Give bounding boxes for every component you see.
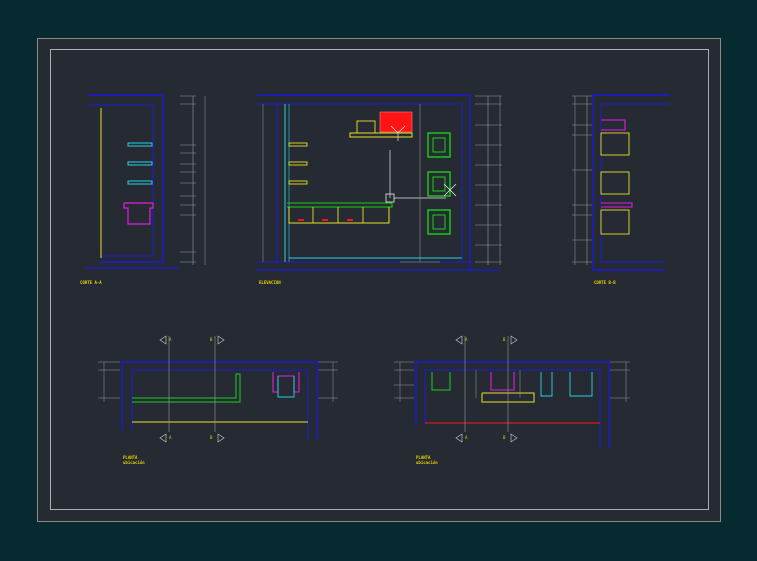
plan-2-wall-outer <box>415 361 610 448</box>
elevation-shelf-3 <box>288 180 308 185</box>
plan-1-view <box>98 335 338 443</box>
plan-2-marker-b-label-top: B <box>503 337 506 342</box>
elevation-handle-2 <box>322 219 328 221</box>
plan-1-marker-b-label-top: B <box>210 337 213 342</box>
elevation-niche-2 <box>427 171 451 197</box>
elevation-title: ELEVACION <box>259 280 281 285</box>
plan-2-marker-b-label-bottom: B <box>503 435 506 440</box>
plan-2-green-box <box>431 372 451 391</box>
elevation-box-yellow <box>356 120 376 134</box>
section-b-upper-box <box>601 119 626 131</box>
paper-background <box>37 38 721 522</box>
plan-1-wall-inner <box>131 369 309 440</box>
elevation-view <box>255 94 502 271</box>
section-b-drawer <box>600 209 630 235</box>
section-a-wall-inner <box>88 104 154 257</box>
section-b-view <box>572 94 670 271</box>
section-a-shelf-3 <box>127 180 153 185</box>
plan-2-yellow-counter <box>481 392 535 403</box>
plan-2-view <box>394 335 630 448</box>
elevation-handle-3 <box>347 219 353 221</box>
plan-2-magenta-niche <box>490 372 515 391</box>
plan-2-marker-a-top <box>455 335 463 345</box>
plan-1-subtitle: ubicación <box>123 460 145 465</box>
plan-1-marker-b-bottom <box>217 433 225 443</box>
plan-2-marker-a-label-bottom: A <box>465 435 468 440</box>
elevation-upper-shelf <box>349 132 413 138</box>
plan-1-cyan-niche <box>277 376 295 398</box>
cursor-pickbox <box>385 193 395 203</box>
elevation-shelf-1 <box>288 142 308 147</box>
elevation-handle-1 <box>298 219 304 221</box>
section-b-counter <box>601 202 633 208</box>
plan-2-marker-b-bottom <box>510 433 518 443</box>
plan-1-counter <box>132 373 241 403</box>
plan-2-marker-a-label-top: A <box>465 337 468 342</box>
plan-1-marker-b-label-bottom: B <box>210 435 213 440</box>
section-a-title: CORTE A-A <box>80 280 102 285</box>
plan-2-cyan-niche-2 <box>569 372 593 397</box>
plan-2-marker-a-bottom <box>455 433 463 443</box>
plan-1-marker-a-label-top: A <box>169 337 172 342</box>
section-b-shelf-2 <box>600 171 630 195</box>
plan-2-wall-inner <box>424 369 601 448</box>
plan-1-marker-a-top <box>159 335 167 345</box>
section-b-shelf-1 <box>600 132 630 156</box>
outer-border <box>37 38 721 522</box>
section-b-title: CORTE B-B <box>594 280 616 285</box>
elevation-shelf-2 <box>288 161 308 166</box>
elevation-wall-top <box>257 94 471 270</box>
elevation-red-box <box>380 112 412 132</box>
plan-1-wall-outer <box>121 361 318 440</box>
section-a-shelf-1 <box>127 142 153 147</box>
plan-1-magenta-niche <box>272 372 300 393</box>
elevation-counter-top <box>287 202 393 208</box>
section-a-shelf-2 <box>127 161 153 166</box>
section-b-wall <box>592 94 670 271</box>
elevation-niche-1 <box>427 132 451 158</box>
elevation-niche-3 <box>427 209 451 235</box>
plan-1-marker-a-label-bottom: A <box>169 435 172 440</box>
plan-1-title: PLANTA <box>123 455 138 460</box>
plan-2-marker-b-top <box>510 335 518 345</box>
plan-2-cyan-niche-1 <box>540 372 553 397</box>
section-a-counter <box>123 202 154 225</box>
inner-border <box>50 49 709 510</box>
elevation-drawers <box>288 207 390 224</box>
plan-2-title: PLANTA <box>416 455 431 460</box>
plan-1-marker-b-top <box>217 335 225 345</box>
plan-1-marker-a-bottom <box>159 433 167 443</box>
plan-2-subtitle: ubicación <box>416 460 438 465</box>
section-a-wall <box>88 94 164 263</box>
section-a-view <box>85 94 206 269</box>
